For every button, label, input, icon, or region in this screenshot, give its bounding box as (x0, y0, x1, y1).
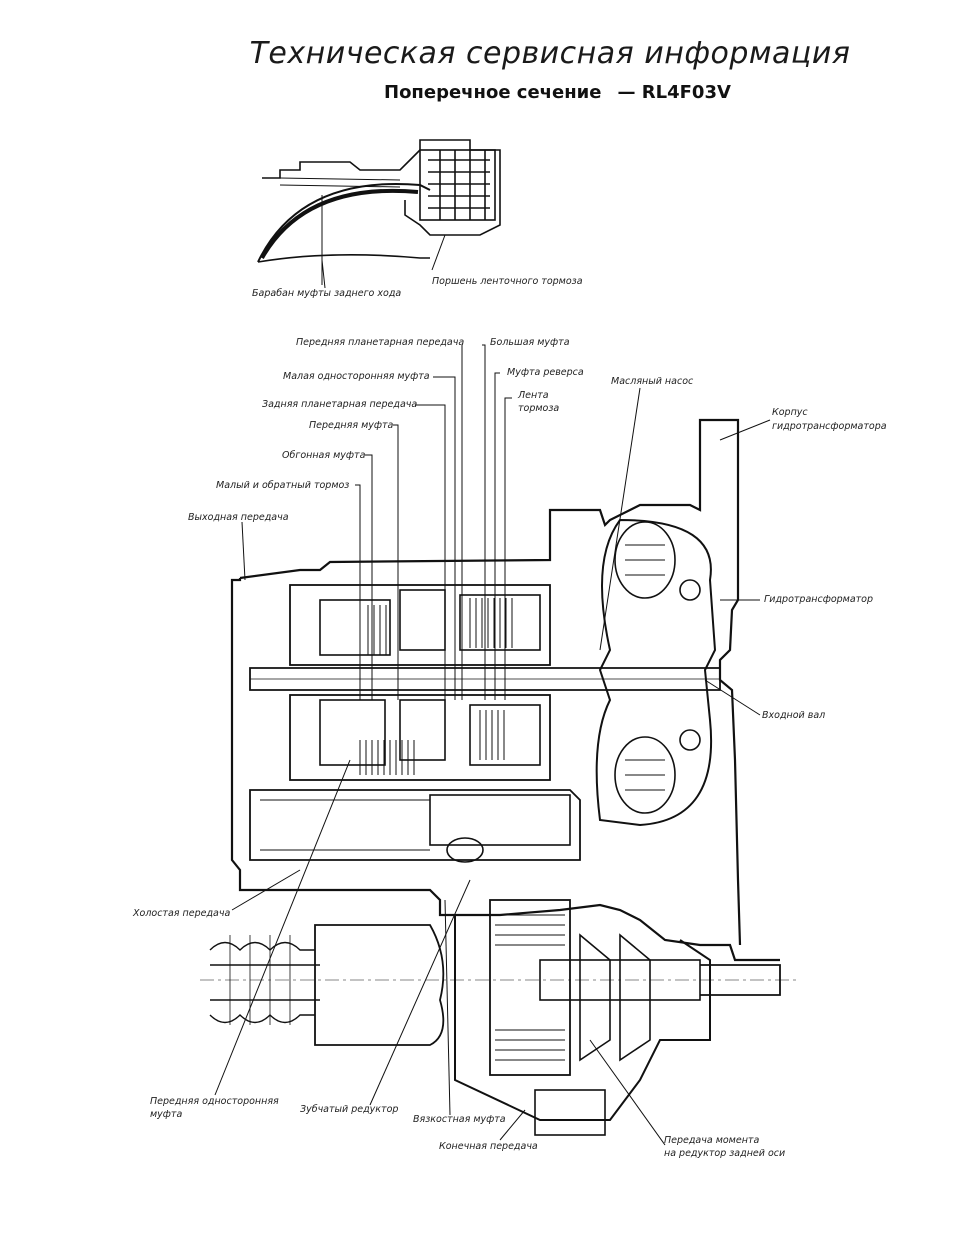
label-oil-pump: Масляный насос (611, 376, 694, 387)
label-converter-housing-line2: гидротрансформатора (772, 421, 887, 432)
label-input-shaft: Входной вал (762, 710, 826, 721)
label-low-reverse-brake: Малый и обратный тормоз (216, 480, 350, 491)
page-title: Техническая сервисная информация (249, 36, 851, 71)
label-viscous-coupling: Вязкостная муфта (413, 1114, 506, 1125)
label-overrun-clutch: Обгонная муфта (282, 450, 366, 461)
label-reduction-gear: Зубчатый редуктор (300, 1104, 399, 1115)
label-front-planetary: Передняя планетарная передача (296, 337, 465, 348)
label-final-drive: Конечная передача (439, 1141, 538, 1152)
label-rear-planetary: Задняя планетарная передача (262, 399, 418, 410)
label-forward-one-way-clutch-line2: муфта (150, 1109, 183, 1120)
label-transfer-line1: Передача момента (664, 1135, 760, 1146)
label-idler-gear: Холостая передача (133, 908, 231, 919)
label-forward-clutch: Передняя муфта (309, 420, 394, 431)
leader-lines (214, 234, 771, 1146)
label-torque-converter: Гидротрансформатор (764, 594, 874, 605)
label-converter-housing-line1: Корпус (772, 407, 808, 418)
page-subtitle: Поперечное сечение — RL4F03V (384, 82, 731, 103)
label-brake-band-line2: тормоза (518, 403, 560, 414)
label-transfer-line2: на редуктор задней оси (664, 1148, 786, 1159)
subtitle-text: Поперечное сечение (384, 82, 602, 103)
label-output-gear: Выходная передача (188, 512, 289, 523)
label-low-one-way-clutch: Малая односторонняя муфта (283, 371, 430, 382)
main-view-drawing (200, 418, 800, 1136)
label-reverse-clutch: Муфта реверса (507, 367, 584, 378)
detail-view-drawing (257, 139, 501, 285)
label-forward-one-way-clutch-line1: Передняя односторонняя (150, 1096, 279, 1107)
label-high-clutch: Большая муфта (490, 337, 570, 348)
model-code: — RL4F03V (617, 82, 731, 103)
label-brake-band-line1: Лента (518, 390, 549, 401)
label-band-brake-piston: Поршень ленточного тормоза (432, 276, 583, 287)
label-reverse-clutch-drum: Барабан муфты заднего хода (252, 288, 402, 299)
